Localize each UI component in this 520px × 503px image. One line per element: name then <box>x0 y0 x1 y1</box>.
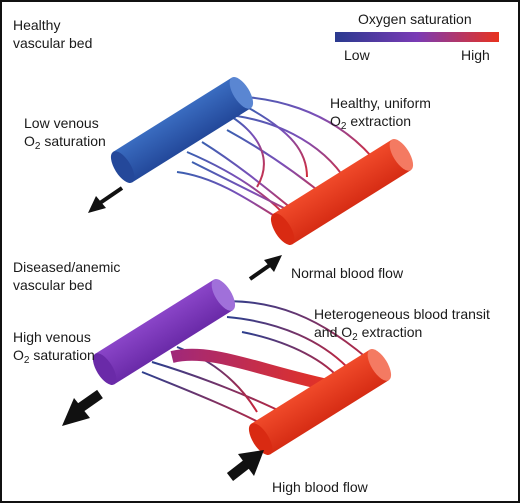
bottom-section-label: Diseased/anemic vascular bed <box>13 258 120 294</box>
bottom-venous-label-line2: O2 saturation <box>13 347 95 366</box>
top-venous-label-line1: Low venous <box>24 115 99 131</box>
top-extraction-label-line1: Healthy, uniform <box>330 95 431 111</box>
bottom-venule-body <box>95 279 233 385</box>
bottom-venule-end <box>92 353 117 385</box>
top-arteriole-end <box>270 213 295 245</box>
bottom-section-label-line2: vascular bed <box>13 277 93 293</box>
top-arteriole-vessel <box>270 139 414 245</box>
top-venule-vessel <box>110 77 254 183</box>
top-extraction-label: Healthy, uniform O2 extraction <box>330 94 431 133</box>
top-section-label-line1: Healthy <box>13 17 61 33</box>
bottom-venous-label-line1: High venous <box>13 329 91 345</box>
bottom-extraction-label-line2: and O2 extraction <box>314 324 423 343</box>
capillary <box>231 116 265 188</box>
top-venous-label: Low venous O2 saturation <box>24 114 106 153</box>
top-arteriole-body <box>273 139 411 245</box>
bottom-venule-vessel <box>92 279 236 385</box>
bottom-extraction-label: Heterogeneous blood transit and O2 extra… <box>314 305 490 344</box>
top-inflow-arrow <box>248 255 282 281</box>
bottom-arteriole-vessel <box>248 349 392 455</box>
capillary <box>226 316 348 368</box>
top-venule-cap <box>229 77 254 109</box>
bottom-extraction-label-line1: Heterogeneous blood transit <box>314 306 490 322</box>
top-flow-label: Normal blood flow <box>291 265 404 281</box>
bottom-arteriole-end <box>248 423 273 455</box>
capillary <box>216 113 348 183</box>
legend-high-label: High <box>461 47 490 63</box>
legend-low-label: Low <box>344 47 370 63</box>
bottom-inflow-arrow <box>226 450 264 481</box>
top-outflow-arrow <box>88 186 124 213</box>
capillary <box>246 106 308 178</box>
top-section-label: Healthy vascular bed <box>13 16 92 52</box>
bottom-section-label-line1: Diseased/anemic <box>13 259 121 275</box>
bottom-arteriole-cap <box>367 349 392 381</box>
oxygen-saturation-legend <box>335 32 499 42</box>
bottom-venule-cap <box>211 279 236 311</box>
bottom-arteriole-body <box>251 349 389 455</box>
top-section-label-line2: vascular bed <box>13 35 93 51</box>
top-venous-label-line2: O2 saturation <box>24 133 106 152</box>
legend-title: Oxygen saturation <box>358 11 472 27</box>
capillary <box>186 151 283 213</box>
bottom-flow-label: High blood flow <box>272 479 368 495</box>
bottom-venous-label: High venous O2 saturation <box>13 328 95 367</box>
legend-gradient-bar <box>335 32 499 42</box>
shunt-vessel <box>170 348 339 393</box>
top-arteriole-cap <box>389 139 414 171</box>
top-venule-end <box>110 151 135 183</box>
bottom-outflow-arrow <box>62 389 103 426</box>
top-venule-body <box>113 77 251 183</box>
top-extraction-label-line2: O2 extraction <box>330 113 412 132</box>
